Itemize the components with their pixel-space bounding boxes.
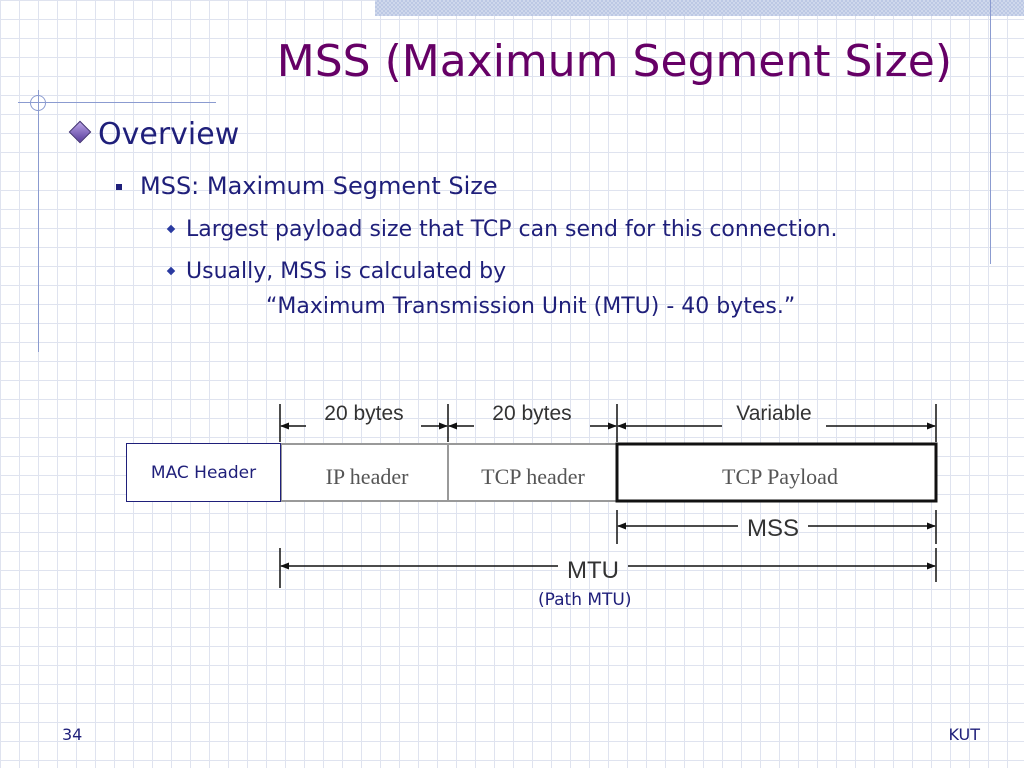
- slide-title: MSS (Maximum Segment Size): [276, 36, 952, 87]
- payload-size-label: Variable: [736, 402, 812, 425]
- tcp-header-box: [447, 443, 618, 502]
- left-decor-line: [38, 90, 39, 352]
- ip-header-label: IP header: [326, 464, 410, 489]
- page-number: 34: [62, 725, 83, 744]
- mss-label: MSS: [747, 515, 799, 542]
- right-decor-line: [990, 0, 991, 264]
- largest-payload-label: Largest payload size that TCP can send f…: [186, 217, 838, 242]
- mtu-ticks: [279, 548, 937, 588]
- left-decor-circle: [30, 95, 46, 111]
- overview-label: Overview: [98, 117, 240, 152]
- bullet-largest-payload: Largest payload size that TCP can send f…: [166, 217, 838, 242]
- bullet-overview: Overview: [68, 117, 240, 152]
- mtu-label: MTU: [567, 557, 619, 584]
- path-mtu-label: (Path MTU): [538, 590, 632, 610]
- ip-size-label: 20 bytes: [324, 402, 403, 425]
- square-bullet-icon: [116, 184, 122, 190]
- mtu-formula: “Maximum Transmission Unit (MTU) - 40 by…: [266, 294, 796, 319]
- bullet-usually: Usually, MSS is calculated by: [166, 259, 507, 284]
- tcp-header-label: TCP header: [481, 464, 585, 489]
- footer-kut: KUT: [948, 725, 980, 744]
- tcp-size-label: 20 bytes: [492, 402, 571, 425]
- bullet-mss-definition: MSS: Maximum Segment Size: [116, 172, 498, 200]
- top-pattern-band: [375, 0, 1024, 16]
- tcp-payload-box: [615, 442, 938, 503]
- tcp-payload-label: TCP Payload: [722, 464, 838, 489]
- mss-ticks: [616, 510, 937, 544]
- usually-label: Usually, MSS is calculated by: [186, 259, 507, 284]
- left-decor-hline: [18, 102, 216, 103]
- size-tick-lines: [279, 404, 937, 442]
- mss-definition-label: MSS: Maximum Segment Size: [140, 172, 498, 200]
- mac-header-label: MAC Header: [150, 462, 257, 483]
- ip-header-box: [280, 443, 449, 502]
- mac-header-box: MAC Header: [126, 443, 281, 502]
